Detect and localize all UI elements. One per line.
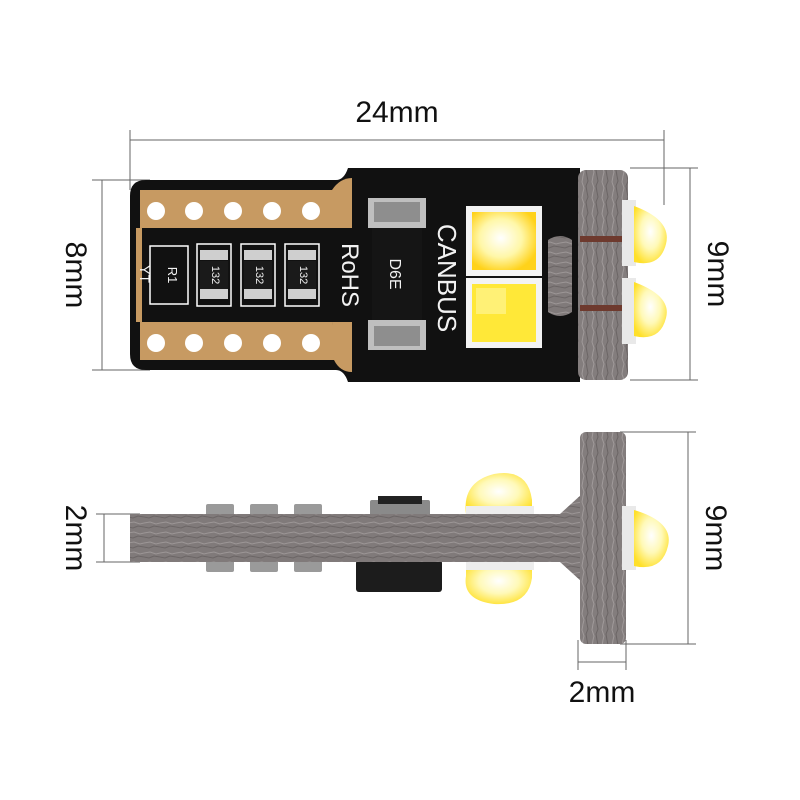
canbus-text: CANBUS (432, 224, 462, 332)
dimension-9mm-top: 9mm (630, 167, 734, 381)
housing-head-side (580, 432, 669, 644)
pcb-side-view (130, 473, 582, 605)
resistor-3: 132 (284, 243, 320, 307)
pad-holes-bottom (147, 334, 320, 352)
resistor-1-code: 132 (209, 266, 221, 284)
dimension-label-2mm-left: 2mm (59, 505, 92, 572)
rohs-text: RoHS (336, 243, 363, 307)
pad-holes-top (147, 202, 320, 220)
led-chip-bottom (466, 278, 542, 348)
side-view-led-head (622, 506, 669, 570)
pcb-top-view: YT R1 132 132 132 RoHS (130, 168, 580, 382)
dimension-8mm: 8mm (59, 179, 150, 371)
dimension-label-9mm-side: 9mm (699, 505, 732, 572)
resistor-2: 132 (240, 243, 276, 307)
dimension-label-24mm: 24mm (355, 96, 438, 129)
housing-head-top (578, 170, 667, 380)
dimension-2mm-left: 2mm (59, 505, 140, 572)
dimension-24mm: 24mm (129, 96, 665, 205)
dimension-label-2mm-bottom: 2mm (569, 676, 636, 709)
dimension-9mm-side: 9mm (620, 431, 732, 645)
resistor-2-code: 132 (253, 266, 265, 284)
r1-label: R1 (165, 267, 180, 284)
side-view-led-top (465, 473, 534, 514)
dimension-2mm-bottom: 2mm (569, 640, 636, 709)
side-view-led-bottom (465, 562, 534, 605)
resistor-3-code: 132 (297, 266, 309, 284)
led-chip-top (466, 206, 542, 276)
side-led-bottom (622, 278, 667, 344)
main-resistor-code: D6E (386, 258, 403, 289)
resistor-1: 132 (196, 243, 232, 307)
side-led-top (622, 200, 667, 266)
dimension-label-8mm: 8mm (59, 242, 92, 309)
corner-mark: YT (137, 265, 153, 283)
dimension-label-9mm-top: 9mm (701, 241, 734, 308)
main-resistor: D6E (368, 198, 426, 350)
